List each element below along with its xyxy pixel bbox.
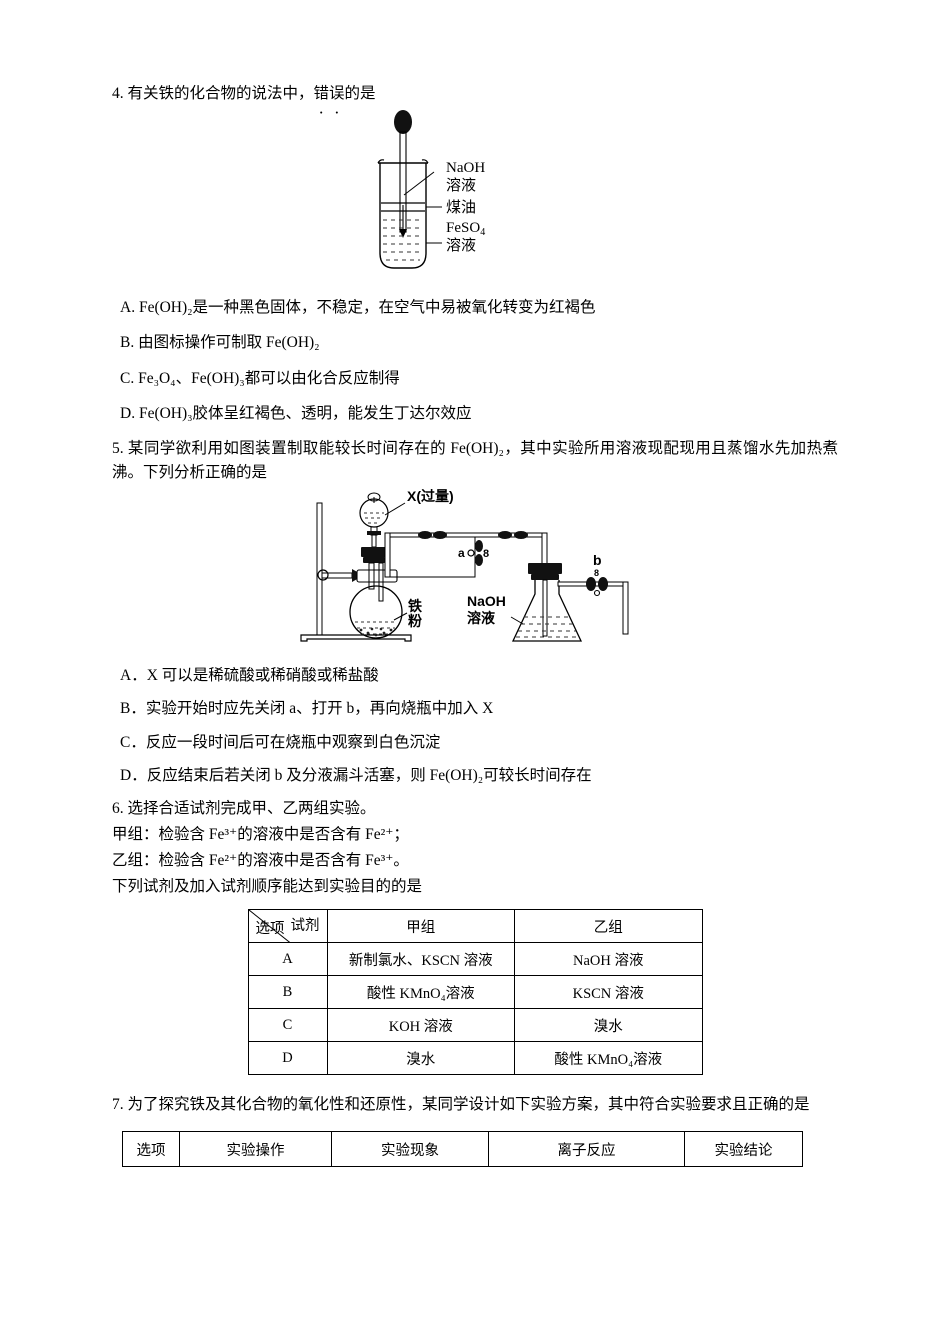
question-7-table: 选项 实验操作 实验现象 离子反应 实验结论: [122, 1131, 803, 1168]
row-d-yi: 酸性 KMnO₄溶液: [514, 1041, 703, 1076]
label-naoh-flask: NaOH: [467, 593, 506, 609]
question-5-option-d: D．反应结束后若关闭 b 及分液漏斗活塞，则 Fe(OH)₂可较长时间存在: [120, 766, 592, 784]
question-5-option-b: B．实验开始时应先关闭 a、打开 b，再向烧瓶中加入 X: [120, 700, 494, 718]
header-experiment-conclusion: 实验结论: [684, 1131, 803, 1168]
question-6-table: 试剂 选项 甲组 乙组 A 新制氯水、KSCN 溶液 NaOH 溶液 B 酸性 …: [247, 909, 703, 1076]
question-4-emph-char-2: 误: [329, 85, 345, 102]
label-feso4: FeSO4: [446, 220, 485, 238]
question-4-stem-prefix: 4. 有关铁的化合物的说法中，: [112, 85, 314, 102]
question-5-stem: 5. 某同学欲利用如图装置制取能较长时间存在的 Fe(OH)₂，其中实验所用溶液…: [112, 440, 838, 482]
row-b-yi: KSCN 溶液: [514, 975, 703, 1010]
label-kerosene: 煤油: [446, 199, 476, 216]
table-header-yi: 乙组: [514, 909, 703, 944]
label-iron-powder-2: 粉: [408, 613, 422, 629]
header-experiment-operation: 实验操作: [179, 1131, 332, 1168]
question-5-option-a: A．X 可以是稀硫酸或稀硝酸或稀盐酸: [120, 667, 379, 685]
question-5-option-c: C．反应一段时间后可在烧瓶中观察到白色沉淀: [120, 733, 441, 751]
question-4-emph-char-1: 错: [314, 85, 330, 102]
question-4-option-c: C. Fe₃O₄、Fe(OH)₃都可以由化合反应制得: [120, 369, 400, 387]
header-ionic-reaction: 离子反应: [488, 1131, 685, 1168]
question-4-option-d: D. Fe(OH)₃胶体呈红褐色、透明，能发生丁达尔效应: [120, 404, 472, 422]
flask-apparatus-svg: 铁 粉 X(过量) a 8: [300, 489, 629, 642]
row-option-c: C: [247, 1008, 328, 1043]
table-row: C KOH 溶液 溴水: [247, 1008, 703, 1043]
question-4-option-b: B. 由图标操作可制取 Fe(OH)₂: [120, 334, 320, 352]
question-4-stem-suffix: 的是: [344, 85, 376, 102]
header-experiment-phenomenon: 实验现象: [331, 1131, 489, 1168]
row-d-jia: 溴水: [326, 1041, 515, 1076]
label-naoh: NaOH: [446, 160, 485, 176]
question-6-line-1: 6. 选择合适试剂完成甲、乙两组实验。: [112, 800, 376, 818]
header-option: 选项: [122, 1131, 180, 1168]
svg-text:8: 8: [594, 568, 599, 578]
row-a-yi: NaOH 溶液: [514, 942, 703, 977]
row-c-yi: 溴水: [514, 1008, 703, 1043]
row-option-a: A: [247, 942, 328, 977]
row-c-jia: KOH 溶液: [326, 1008, 515, 1043]
question-4-option-a: A. Fe(OH)₂是一种黑色固体，不稳定，在空气中易被氧化转变为红褐色: [120, 299, 596, 317]
label-x-excess: X(过量): [407, 489, 454, 504]
label-valve-a: a: [458, 546, 465, 560]
page-content: 4. 有关铁的化合物的说法中，错误的是: [112, 82, 838, 1168]
label-naoh-solution: 溶液: [446, 177, 476, 194]
diagonal-divider-icon: [249, 910, 289, 942]
row-option-d: D: [247, 1041, 328, 1076]
table-header-row: 试剂 选项 甲组 乙组: [247, 909, 703, 944]
label-naoh-flask-solution: 溶液: [467, 610, 496, 626]
table-row: A 新制氯水、KSCN 溶液 NaOH 溶液: [247, 942, 703, 977]
question-5-figure: 铁 粉 X(过量) a 8: [112, 489, 838, 654]
table-header-row: 选项 实验操作 实验现象 离子反应 实验结论: [122, 1131, 803, 1168]
question-6-line-2: 甲组：检验含 Fe³⁺的溶液中是否含有 Fe²⁺；: [112, 826, 409, 844]
test-tube-apparatus-svg: NaOH 溶液 煤油 FeSO4 溶液: [377, 110, 485, 269]
question-6-line-3: 乙组：检验含 Fe²⁺的溶液中是否含有 Fe³⁺。: [112, 852, 409, 870]
row-b-jia: 酸性 KMnO₄溶液: [326, 975, 515, 1010]
table-corner-bottom-label: 选项: [255, 921, 285, 938]
label-feso4-solution: 溶液: [446, 237, 476, 254]
row-option-b: B: [247, 975, 328, 1010]
label-valve-b: b: [593, 552, 602, 568]
question-7-stem: 7. 为了探究铁及其化合物的氧化性和还原性，某同学设计如下实验方案，其中符合实验…: [112, 1096, 810, 1114]
table-header-jia: 甲组: [326, 909, 515, 944]
question-6-line-4: 下列试剂及加入试剂顺序能达到实验目的的是: [112, 878, 423, 896]
table-row: D 溴水 酸性 KMnO₄溶液: [247, 1041, 703, 1076]
question-4-stem: 4. 有关铁的化合物的说法中，错误的是: [112, 82, 838, 106]
label-valve-a-knob: 8: [483, 548, 489, 560]
row-a-jia: 新制氯水、KSCN 溶液: [326, 942, 515, 977]
label-iron-powder-1: 铁: [408, 598, 422, 614]
table-corner-top-label: 试剂: [290, 918, 320, 935]
table-corner-cell: 试剂 选项: [247, 909, 328, 944]
question-4-figure: NaOH 溶液 煤油 FeSO4 溶液: [112, 110, 838, 278]
table-row: B 酸性 KMnO₄溶液 KSCN 溶液: [247, 975, 703, 1010]
